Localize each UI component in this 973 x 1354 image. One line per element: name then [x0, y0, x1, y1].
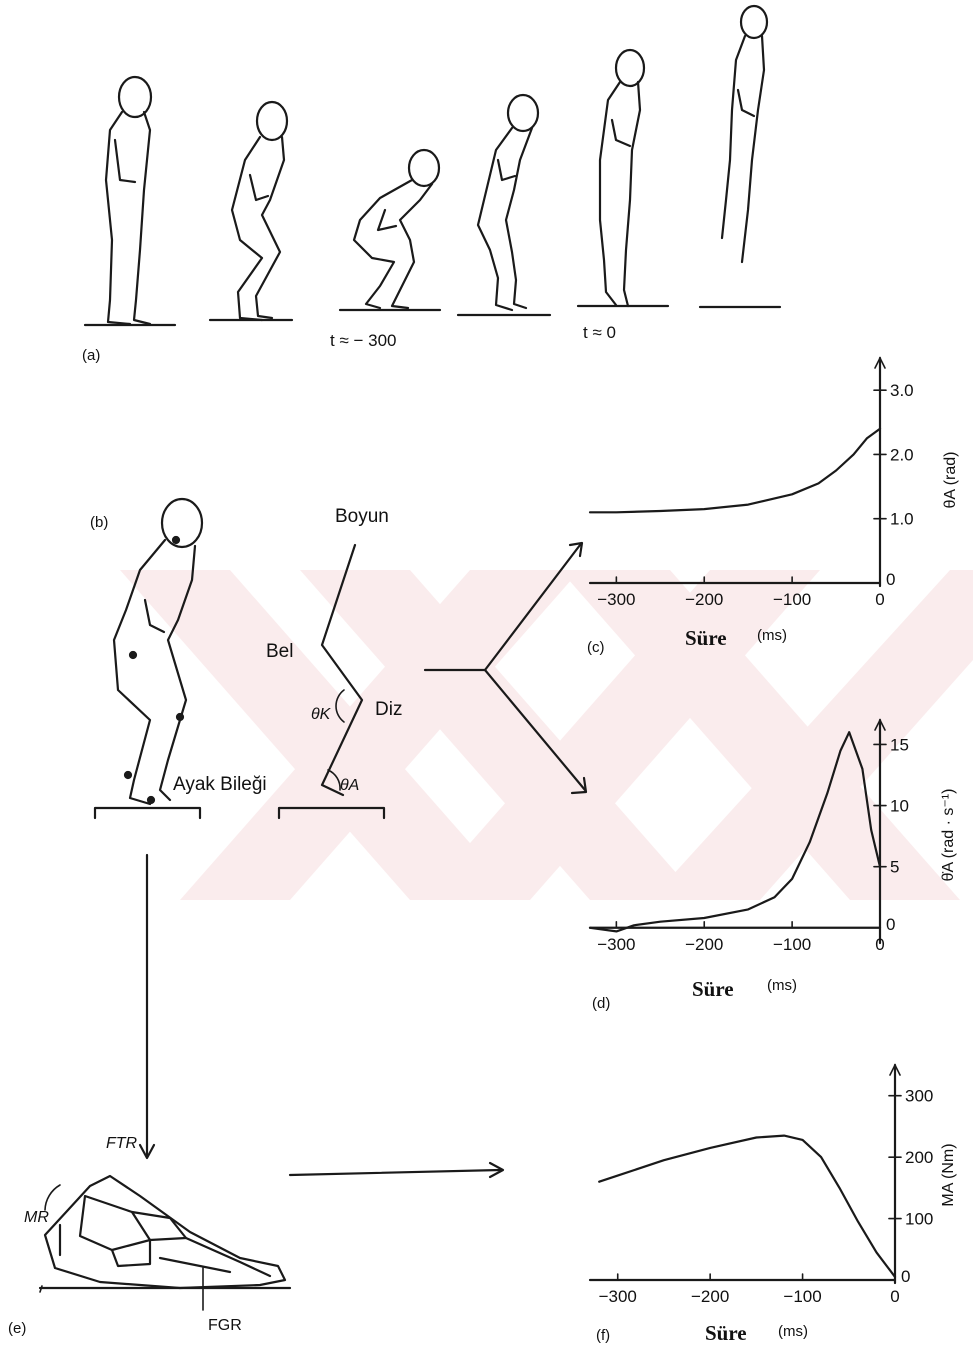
figure-crouch-begin [232, 102, 287, 320]
x-tick-label: −100 [783, 1287, 821, 1306]
x-axis-label: Süre [705, 1321, 747, 1345]
y-tick-label: 300 [905, 1087, 933, 1106]
panel-label: (d) [592, 995, 610, 1012]
y-axis-label: θA (rad) [942, 452, 959, 509]
x-axis-label: Süre [685, 626, 727, 650]
x-tick-label: −300 [597, 590, 635, 609]
y-tick-label: 15 [890, 735, 909, 754]
panel-e-foot: FTR MR FGR (e) [8, 1135, 290, 1337]
foot-bones [45, 1176, 285, 1288]
panel-a-label: (a) [82, 347, 100, 364]
figure-takeoff [600, 50, 644, 306]
force-label-r: MR [24, 1209, 49, 1226]
ground-bracket-body [95, 808, 200, 818]
y-origin-label: 0 [901, 1267, 910, 1286]
x-tick-label: −200 [685, 590, 723, 609]
y-tick-label: 10 [890, 797, 909, 816]
joint-label-neck: Boyun [335, 506, 389, 527]
x-tick-label: 0 [875, 935, 884, 954]
joint-label-ankle: Ayak Bileği [173, 774, 267, 795]
x-axis-unit: (ms) [767, 977, 797, 994]
time-label-minus-300: t ≈ − 300 [330, 331, 397, 350]
x-axis-label: Süre [692, 977, 734, 1001]
x-tick-label: 0 [875, 590, 884, 609]
ankle-angle-label: θA [340, 777, 359, 794]
panel-b-label: (b) [90, 514, 108, 531]
down-arrow [140, 855, 154, 1158]
data-line [599, 1136, 895, 1277]
y-tick-label: 1.0 [890, 510, 914, 529]
x-axis-unit: (ms) [778, 1323, 808, 1340]
panel-a-jump-sequence: (a) t ≈ − 300 t ≈ 0 [82, 6, 780, 364]
x-tick-label: 0 [890, 1287, 899, 1306]
panel-label: (c) [587, 639, 605, 656]
x-axis-unit: (ms) [757, 627, 787, 644]
y-tick-label: 3.0 [890, 381, 914, 400]
force-label-tr: FTR [106, 1135, 138, 1152]
y-axis-label: MA (Nm) [940, 1143, 957, 1206]
y-origin-label: 0 [886, 915, 895, 934]
figure-extending [478, 95, 538, 310]
watermark [120, 570, 973, 900]
x-tick-label: −300 [599, 1287, 637, 1306]
panel-label: (f) [596, 1327, 610, 1344]
joint-label-knee: Diz [375, 699, 402, 720]
right-arrow [290, 1163, 503, 1177]
figure-airborne [722, 6, 767, 262]
x-tick-label: −100 [773, 590, 811, 609]
figure-standing [106, 77, 151, 324]
data-line [590, 429, 880, 513]
figure-crouching-body [114, 499, 202, 804]
y-axis-label: θ̇A (rad · s⁻¹) [940, 789, 957, 882]
y-tick-label: 100 [905, 1210, 933, 1229]
x-tick-label: −200 [691, 1287, 729, 1306]
y-tick-label: 2.0 [890, 445, 914, 464]
force-label-gr: FGR [208, 1317, 242, 1334]
moment-arc [45, 1185, 60, 1210]
knee-angle-label: θK [311, 706, 332, 723]
x-tick-label: −300 [597, 935, 635, 954]
y-tick-label: 200 [905, 1148, 933, 1167]
joint-label-hip: Bel [266, 641, 293, 662]
x-tick-label: −100 [773, 935, 811, 954]
chart-f-ankle-moment: −300 −200 −100 0 100 200 300 0 (f) Süre (ms) MA (Nm… [590, 1065, 957, 1345]
x-tick-label: −200 [685, 935, 723, 954]
figure-deep-crouch [354, 150, 439, 308]
y-tick-label: 5 [890, 858, 899, 877]
panel-e-label: (e) [8, 1320, 26, 1337]
time-label-zero: t ≈ 0 [583, 323, 616, 342]
y-origin-label: 0 [886, 570, 895, 589]
